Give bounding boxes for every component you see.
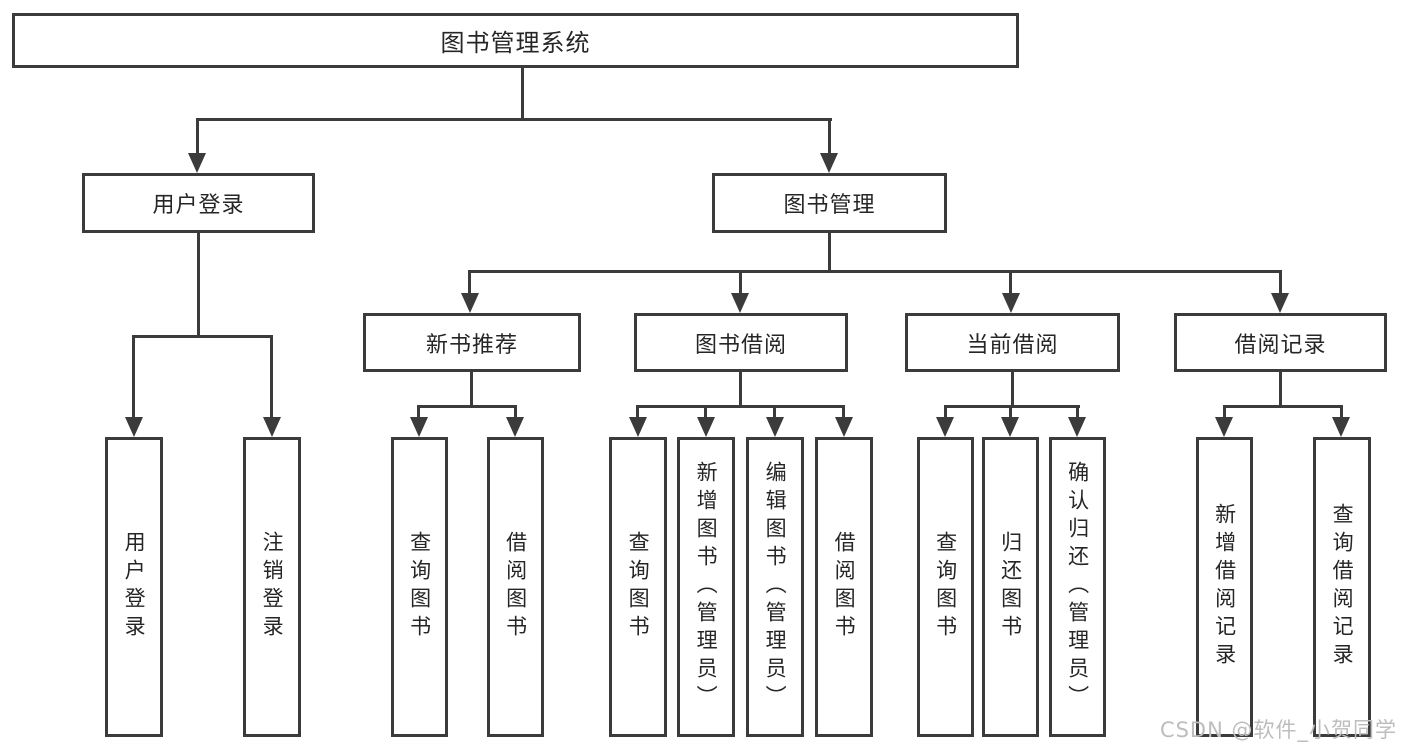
- node-label: 查询借阅记录: [1330, 503, 1355, 671]
- v-connector: [196, 118, 199, 155]
- arrow-down-icon: [410, 417, 428, 437]
- leaf-query-borrow-record: 查询借阅记录: [1313, 437, 1371, 737]
- v-connector: [1076, 405, 1079, 418]
- h-connector: [944, 405, 1080, 408]
- csdn-watermark: CSDN @软件_小贺同学: [1159, 718, 1397, 742]
- v-connector: [1009, 270, 1012, 295]
- v-connector: [842, 405, 845, 418]
- node-label: 确认归还（管理员）: [1065, 461, 1090, 713]
- v-connector: [828, 233, 831, 273]
- arrow-down-icon: [1332, 417, 1350, 437]
- node-label: 借阅记录: [1234, 332, 1327, 358]
- v-connector: [470, 372, 473, 407]
- leaf-edit-books-admin: 编辑图书（管理员）: [746, 437, 804, 737]
- leaf-logout: 注销登录: [243, 437, 301, 737]
- h-connector: [417, 405, 517, 408]
- node-current-borrowing: 当前借阅: [905, 313, 1120, 372]
- h-connector: [196, 118, 832, 121]
- node-label: 新增图书（管理员）: [694, 461, 719, 713]
- node-label: 查询图书: [933, 531, 958, 643]
- v-connector: [514, 405, 517, 418]
- leaf-return-books: 归还图书: [982, 437, 1039, 737]
- node-book-management: 图书管理: [712, 173, 947, 233]
- arrow-down-icon: [1215, 417, 1233, 437]
- h-connector: [636, 405, 845, 408]
- node-user-login: 用户登录: [82, 173, 315, 233]
- v-connector: [1279, 372, 1282, 407]
- v-connector: [270, 335, 273, 419]
- arrow-down-icon: [1271, 293, 1289, 313]
- node-label: 图书借阅: [694, 332, 787, 358]
- leaf-add-books-admin: 新增图书（管理员）: [677, 437, 735, 737]
- arrow-down-icon: [1002, 293, 1020, 313]
- arrow-down-icon: [731, 293, 749, 313]
- arrow-down-icon: [506, 417, 524, 437]
- v-connector: [417, 405, 420, 418]
- v-connector: [1011, 372, 1014, 407]
- h-connector: [132, 335, 273, 338]
- h-connector: [468, 270, 1282, 273]
- v-connector: [828, 118, 831, 155]
- v-connector: [197, 233, 200, 337]
- arrow-down-icon: [936, 417, 954, 437]
- v-connector: [1279, 270, 1282, 295]
- node-label: 图书管理: [783, 193, 876, 218]
- v-connector: [739, 372, 742, 407]
- v-connector: [132, 335, 135, 419]
- leaf-borrow-books-recommend: 借阅图书: [487, 437, 544, 737]
- v-connector: [636, 405, 639, 418]
- node-new-book-recommend: 新书推荐: [363, 313, 581, 372]
- node-label: 编辑图书（管理员）: [763, 461, 788, 713]
- node-label: 查询图书: [407, 531, 432, 643]
- arrow-down-icon: [629, 417, 647, 437]
- node-label: 借阅图书: [503, 531, 528, 643]
- v-connector: [521, 68, 524, 120]
- node-label: 新书推荐: [425, 332, 518, 358]
- leaf-query-books-current: 查询图书: [917, 437, 974, 737]
- leaf-add-borrow-record: 新增借阅记录: [1196, 437, 1253, 737]
- node-system-root: 图书管理系统: [12, 13, 1019, 68]
- leaf-query-books-borrow: 查询图书: [609, 437, 667, 737]
- arrow-down-icon: [1068, 417, 1086, 437]
- arrow-down-icon: [461, 293, 479, 313]
- v-connector: [773, 405, 776, 418]
- v-connector: [739, 270, 742, 295]
- v-connector: [1340, 405, 1343, 418]
- node-label: 当前借阅: [966, 332, 1059, 358]
- node-label: 归还图书: [998, 531, 1023, 643]
- node-book-borrowing: 图书借阅: [634, 313, 848, 372]
- leaf-borrow-books: 借阅图书: [815, 437, 873, 737]
- arrow-down-icon: [188, 153, 206, 173]
- node-label: 用户登录: [152, 193, 245, 218]
- node-label: 注销登录: [260, 531, 285, 643]
- v-connector: [704, 405, 707, 418]
- arrow-down-icon: [1001, 417, 1019, 437]
- arrow-down-icon: [697, 417, 715, 437]
- node-label: 查询图书: [626, 531, 651, 643]
- arrow-down-icon: [835, 417, 853, 437]
- arrow-down-icon: [766, 417, 784, 437]
- v-connector: [944, 405, 947, 418]
- leaf-user-login: 用户登录: [105, 437, 163, 737]
- arrow-down-icon: [820, 153, 838, 173]
- h-connector: [1223, 405, 1343, 408]
- v-connector: [1009, 405, 1012, 418]
- leaf-confirm-return-admin: 确认归还（管理员）: [1049, 437, 1106, 737]
- node-label: 借阅图书: [832, 531, 857, 643]
- arrow-down-icon: [125, 417, 143, 437]
- v-connector: [1223, 405, 1226, 418]
- node-label: 图书管理系统: [440, 29, 591, 57]
- node-label: 新增借阅记录: [1212, 503, 1237, 671]
- leaf-query-books-recommend: 查询图书: [391, 437, 448, 737]
- v-connector: [468, 270, 471, 295]
- arrow-down-icon: [263, 417, 281, 437]
- node-borrowing-records: 借阅记录: [1174, 313, 1387, 372]
- node-label: 用户登录: [122, 531, 147, 643]
